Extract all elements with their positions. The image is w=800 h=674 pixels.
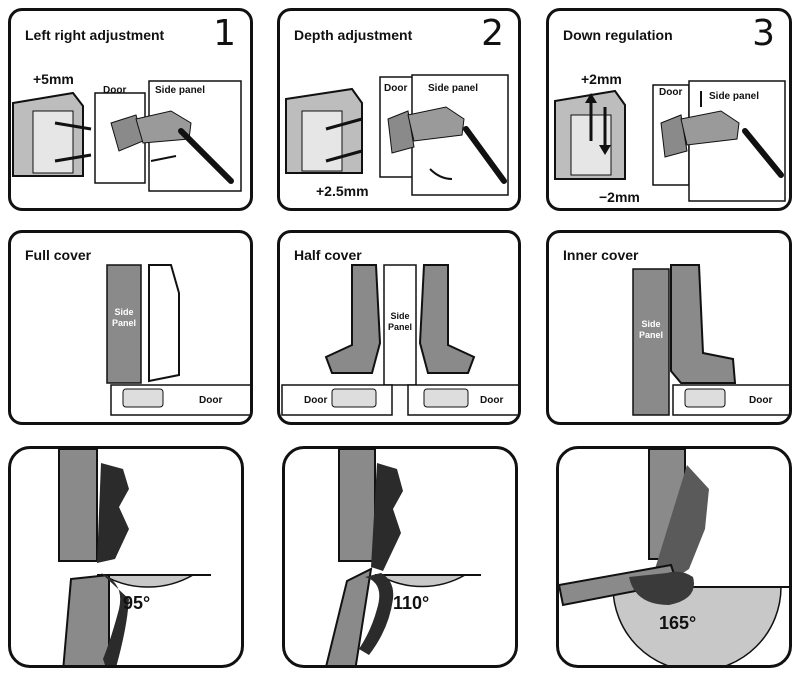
measure-label: +5mm — [33, 71, 74, 87]
hinge-illustration — [285, 74, 509, 196]
panel-inner-cover: Inner cover Side Panel Door — [546, 230, 792, 425]
angle-165-illustration — [559, 449, 789, 665]
door-left-label: Door — [304, 395, 328, 406]
side-panel-label: Side Panel — [111, 307, 136, 328]
panel-down-regulation: Down regulation 3 +2mm −2mm Door Side pa… — [546, 8, 792, 211]
panel-title: Full cover — [25, 247, 92, 263]
panel-depth-adjustment: Depth adjustment 2 +2.5mm Door Side pane… — [277, 8, 521, 211]
side-panel-label: Side panel — [709, 91, 760, 102]
angle-label: 110° — [393, 593, 430, 613]
panel-angle-110: 110° — [282, 446, 518, 668]
step-number: 2 — [481, 13, 504, 54]
panel-left-right-adjustment: Left right adjustment 1 +5mm Door Side p… — [8, 8, 253, 211]
side-panel-label: Side Panel — [387, 311, 412, 332]
side-panel-label: Side panel — [155, 85, 206, 96]
step-number: 1 — [213, 13, 236, 54]
angle-95-illustration — [58, 449, 211, 665]
measure-down-label: −2mm — [599, 189, 640, 205]
door-label: Door — [749, 395, 773, 406]
panel-title: Down regulation — [563, 27, 673, 43]
panel-half-cover: Half cover Side Panel Door Door — [277, 230, 521, 425]
full-cover-illustration — [106, 264, 250, 416]
panel-title: Depth adjustment — [294, 27, 413, 43]
door-label: Door — [103, 85, 127, 96]
door-label: Door — [384, 83, 408, 94]
panel-full-cover: Full cover Side Panel Door — [8, 230, 253, 425]
measure-label: +2.5mm — [316, 183, 369, 199]
measure-up-label: +2mm — [581, 71, 622, 87]
side-panel-label: Side panel — [428, 83, 479, 94]
angle-label: 95° — [123, 593, 151, 613]
inner-cover-illustration — [632, 264, 789, 416]
panel-title: Half cover — [294, 247, 362, 263]
panel-title: Left right adjustment — [25, 27, 165, 43]
hinge-illustration — [554, 80, 786, 202]
half-cover-illustration — [281, 264, 518, 416]
angle-label: 165° — [659, 613, 697, 633]
door-right-label: Door — [480, 395, 504, 406]
panel-title: Inner cover — [563, 247, 639, 263]
step-number: 3 — [752, 13, 775, 54]
side-panel-label: Side Panel — [638, 319, 663, 340]
door-label: Door — [199, 395, 223, 406]
panel-angle-165: 165° — [556, 446, 792, 668]
hinge-illustration — [12, 80, 242, 192]
door-label: Door — [659, 87, 683, 98]
angle-110-illustration — [325, 449, 481, 665]
panel-angle-95: 95° — [8, 446, 244, 668]
